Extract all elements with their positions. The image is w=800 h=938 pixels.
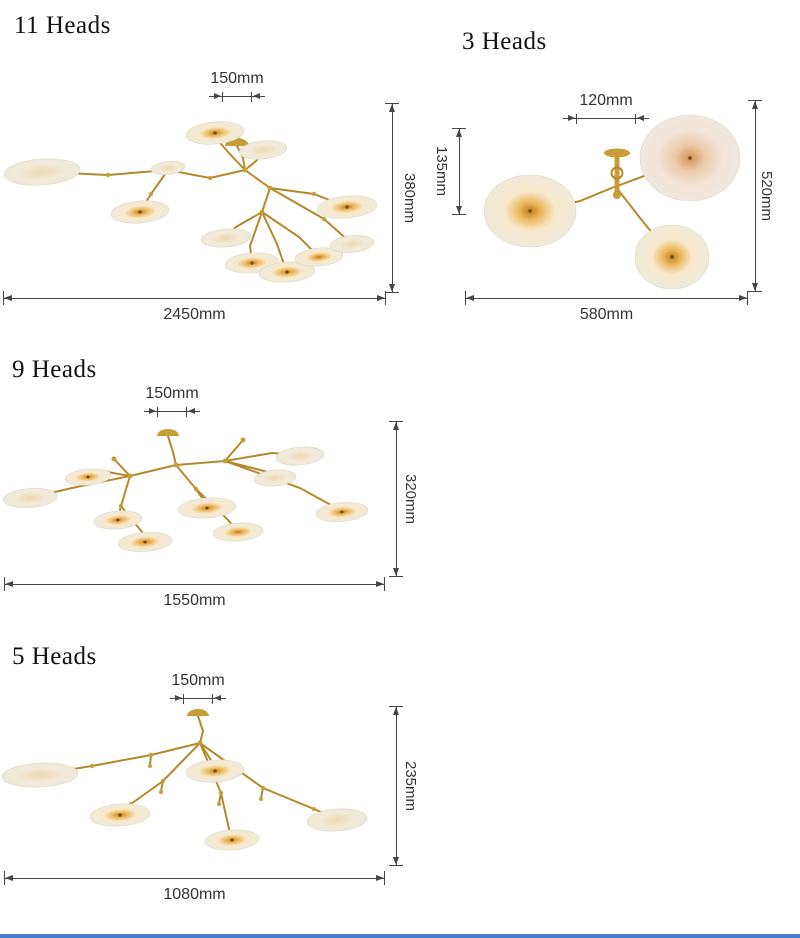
chandelier-9-heads-illustration: [2, 429, 369, 552]
section-title-11-heads: 11 Heads: [14, 12, 111, 39]
dim-bracket-9-heads-canopy: [144, 407, 200, 417]
dim-line-3-heads-height: [748, 100, 762, 292]
dim-bracket-3-heads-canopy: [563, 114, 649, 124]
dim-line-5-heads-width: [4, 871, 385, 885]
dim-label-3-heads-mount: 135mm: [433, 145, 450, 197]
dim-label-9-heads-canopy: 150mm: [145, 385, 199, 402]
section-title-3-heads: 3 Heads: [462, 28, 547, 55]
dim-line-11-heads-width: [3, 291, 386, 305]
section-title-5-heads: 5 Heads: [12, 643, 97, 670]
dim-label-3-heads-height: 520mm: [758, 170, 775, 222]
dim-bracket-11-heads-canopy: [209, 92, 265, 102]
dim-label-5-heads-width: 1080mm: [163, 886, 226, 903]
bottom-accent-strip: [0, 934, 800, 938]
dim-label-3-heads-width: 580mm: [579, 306, 634, 323]
dim-line-3-heads-width: [465, 291, 748, 305]
chandelier-11-heads-illustration: [3, 121, 378, 283]
dim-label-5-heads-canopy: 150mm: [171, 672, 225, 689]
dim-line-5-heads-height: [389, 706, 403, 866]
section-title-9-heads: 9 Heads: [12, 356, 97, 383]
dim-line-11-heads-height: [385, 103, 399, 293]
dim-label-9-heads-height: 320mm: [402, 473, 419, 525]
dim-line-3-heads-mount: [452, 128, 466, 215]
dim-label-3-heads-canopy: 120mm: [579, 92, 633, 109]
dim-label-11-heads-canopy: 150mm: [210, 70, 264, 87]
chandelier-5-heads-illustration: [1, 709, 368, 851]
dim-bracket-5-heads-canopy: [170, 694, 226, 704]
chandelier-3-heads-illustration: [483, 114, 741, 290]
dim-line-9-heads-width: [4, 577, 385, 591]
dim-line-9-heads-height: [389, 421, 403, 577]
dim-label-5-heads-height: 235mm: [402, 760, 419, 812]
dim-label-9-heads-width: 1550mm: [163, 592, 226, 609]
dim-label-11-heads-width: 2450mm: [163, 306, 226, 323]
dim-label-11-heads-height: 380mm: [401, 172, 418, 224]
